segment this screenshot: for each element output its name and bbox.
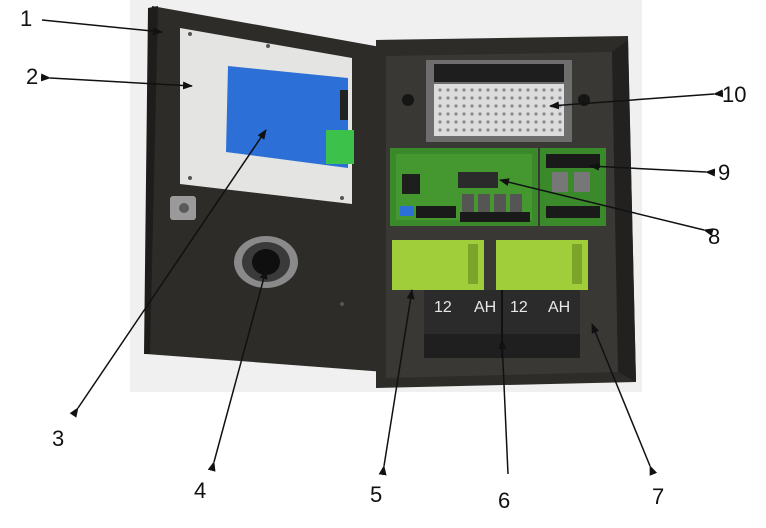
callout-arrow-8 bbox=[499, 178, 714, 237]
batteries: 12 AH 12 AH bbox=[424, 290, 580, 358]
callout-arrow-10 bbox=[549, 89, 724, 110]
callout-label-1: 1 bbox=[20, 6, 33, 31]
callout-arrow-5 bbox=[378, 289, 415, 476]
cabinet-door bbox=[144, 6, 386, 372]
callout-arrow-6 bbox=[498, 339, 509, 475]
callout-label-7: 7 bbox=[652, 484, 665, 509]
relay-board bbox=[540, 148, 606, 226]
main-control-board bbox=[390, 148, 538, 226]
callout-label-6: 6 bbox=[498, 488, 511, 513]
battery-text-4: AH bbox=[548, 299, 570, 316]
callout-label-5: 5 bbox=[370, 482, 383, 507]
callout-arrow-4 bbox=[207, 269, 268, 472]
callout-label-9: 9 bbox=[718, 160, 731, 185]
callout-label-10: 10 bbox=[722, 82, 747, 107]
callout-arrow-1 bbox=[41, 19, 163, 36]
charger-boards bbox=[392, 240, 588, 290]
callout-arrow-3 bbox=[69, 129, 267, 418]
callout-arrow-2 bbox=[40, 73, 193, 90]
callout-label-3: 3 bbox=[52, 426, 65, 451]
callout-lines bbox=[40, 19, 724, 476]
battery-text-2: AH bbox=[474, 299, 496, 316]
callout-arrow-7 bbox=[591, 323, 658, 476]
battery-text-1: 12 bbox=[434, 299, 452, 316]
callout-label-2: 2 bbox=[26, 64, 39, 89]
callout-label-8: 8 bbox=[708, 224, 721, 249]
callout-arrow-9 bbox=[589, 162, 716, 177]
battery-text-3: 12 bbox=[510, 299, 528, 316]
callout-label-4: 4 bbox=[194, 478, 207, 503]
power-supply-heatsink bbox=[426, 60, 572, 142]
